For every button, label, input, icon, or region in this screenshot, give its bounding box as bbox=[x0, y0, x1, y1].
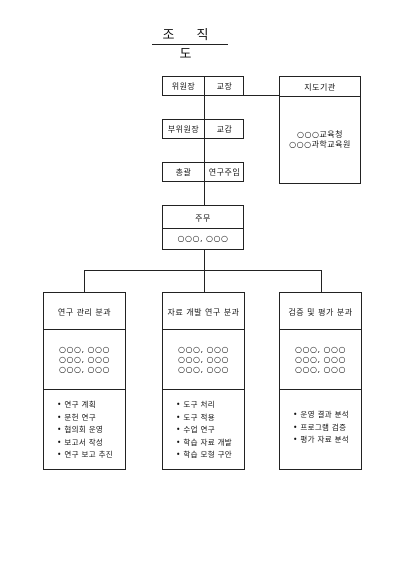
list-item: 학습 모형 구안 bbox=[176, 449, 232, 462]
duty-list: 도구 처리 도구 적용 수업 연구 학습 자료 개발 학습 모형 구안 bbox=[176, 399, 232, 462]
chair-name: 교장 bbox=[216, 81, 233, 91]
member-line: ○○○, ○○○ bbox=[295, 365, 346, 374]
member-line: ○○○, ○○○ bbox=[59, 345, 110, 354]
page-title: 조 직 도 bbox=[162, 28, 218, 62]
member-line: ○○○, ○○○ bbox=[178, 355, 229, 364]
list-item: 수업 연구 bbox=[176, 424, 232, 437]
list-item: 도구 처리 bbox=[176, 399, 232, 412]
list-item: 프로그램 검증 bbox=[293, 422, 349, 435]
list-item: 학습 자료 개발 bbox=[176, 437, 232, 450]
agency-box: 지도기관 ○○○교육청 ○○○과학교육원 bbox=[279, 76, 361, 184]
vertical-trunk-line bbox=[204, 95, 205, 205]
department-label: 자료 개발 연구 분과 bbox=[167, 308, 240, 317]
department-box-material: 자료 개발 연구 분과 ○○○, ○○○ ○○○, ○○○ ○○○, ○○○ 도… bbox=[162, 292, 245, 470]
agency-label: 지도기관 bbox=[304, 83, 336, 92]
main-members: ○○○, ○○○ bbox=[177, 234, 229, 243]
vice-chair-role: 부위원장 bbox=[167, 124, 200, 134]
vice-chair-box: 부위원장 교감 bbox=[162, 119, 244, 139]
department-label: 검증 및 평가 분과 bbox=[288, 308, 353, 317]
member-line: ○○○, ○○○ bbox=[59, 365, 110, 374]
duty-list: 연구 계획 문헌 연구 협의회 운영 보고서 작성 연구 보고 추진 bbox=[57, 399, 113, 462]
member-line: ○○○, ○○○ bbox=[295, 355, 346, 364]
general-name: 연구주임 bbox=[208, 167, 241, 177]
list-item: 연구 보고 추진 bbox=[57, 449, 113, 462]
chair-box: 위원장 교장 bbox=[162, 76, 244, 96]
member-line: ○○○, ○○○ bbox=[295, 345, 346, 354]
department-box-evaluation: 검증 및 평가 분과 ○○○, ○○○ ○○○, ○○○ ○○○, ○○○ 운영… bbox=[279, 292, 362, 470]
duty-list: 운영 결과 분석 프로그램 검증 평가 자료 분석 bbox=[293, 409, 349, 447]
general-box: 총괄 연구주임 bbox=[162, 162, 244, 182]
list-item: 문헌 연구 bbox=[57, 412, 113, 425]
department-label: 연구 관리 분과 bbox=[57, 308, 112, 317]
branch-left-line bbox=[84, 270, 85, 293]
member-line: ○○○, ○○○ bbox=[178, 345, 229, 354]
branch-middle-line bbox=[204, 270, 205, 293]
agency-connector-line bbox=[243, 95, 279, 96]
general-role: 총괄 bbox=[175, 167, 192, 177]
list-item: 평가 자료 분석 bbox=[293, 434, 349, 447]
list-item: 운영 결과 분석 bbox=[293, 409, 349, 422]
branch-horizontal-line bbox=[84, 270, 322, 271]
agency-line-1: ○○○교육청 bbox=[296, 130, 344, 139]
chair-role: 위원장 bbox=[171, 81, 196, 91]
vice-chair-name: 교감 bbox=[216, 124, 233, 134]
list-item: 협의회 운영 bbox=[57, 424, 113, 437]
member-line: ○○○, ○○○ bbox=[178, 365, 229, 374]
main-box: 주무 ○○○, ○○○ bbox=[162, 205, 244, 250]
agency-line-2: ○○○과학교육원 bbox=[289, 140, 351, 149]
list-item: 도구 적용 bbox=[176, 412, 232, 425]
list-item: 보고서 작성 bbox=[57, 437, 113, 450]
member-line: ○○○, ○○○ bbox=[59, 355, 110, 364]
branch-right-line bbox=[321, 270, 322, 293]
department-box-research: 연구 관리 분과 ○○○, ○○○ ○○○, ○○○ ○○○, ○○○ 연구 계… bbox=[43, 292, 126, 470]
list-item: 연구 계획 bbox=[57, 399, 113, 412]
lower-trunk-line bbox=[204, 249, 205, 271]
title-underline bbox=[152, 44, 228, 45]
main-label: 주무 bbox=[195, 214, 211, 223]
